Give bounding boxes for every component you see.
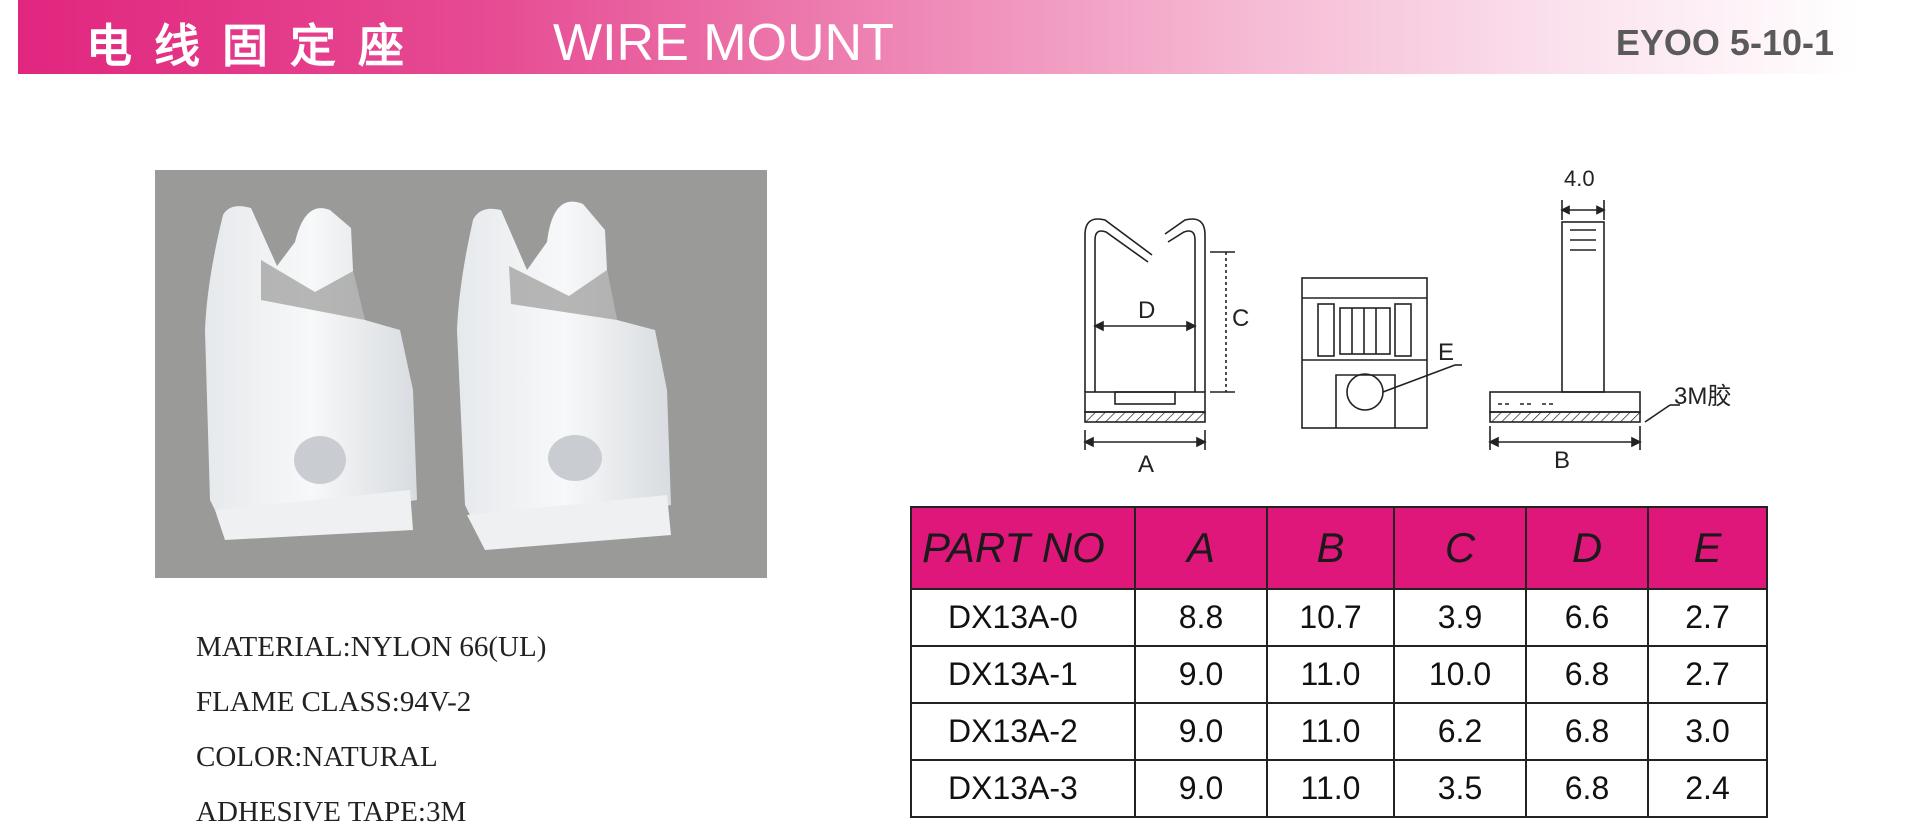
dim-label-c: C [1232, 305, 1249, 332]
cell-d: 6.8 [1525, 702, 1649, 761]
cell-d: 6.8 [1525, 759, 1649, 818]
clip-left-shape [205, 206, 417, 540]
product-photo [155, 170, 767, 578]
cell-d: 6.8 [1525, 645, 1649, 704]
cell-e: 2.7 [1647, 588, 1768, 647]
dimension-table: PART NO A B C D E DX13A-0 8.8 10.7 3.9 6… [910, 506, 1768, 818]
wire-mount-photo-icon [205, 201, 671, 550]
cell-c: 6.2 [1393, 702, 1527, 761]
header-b: B [1266, 506, 1395, 590]
table-row: DX13A-1 9.0 11.0 10.0 6.8 2.7 [910, 645, 1768, 704]
header-part-no: PART NO [910, 506, 1136, 590]
header-banner: 电线固定座 WIRE MOUNT EYOO 5-10-1 [18, 0, 1858, 74]
clip-right-shape [457, 201, 671, 550]
title-chinese: 电线固定座 [86, 19, 426, 73]
dim-label-e: E [1438, 339, 1454, 366]
dim-label-b: B [1554, 447, 1570, 474]
cell-b: 11.0 [1266, 702, 1395, 761]
header-c: C [1393, 506, 1527, 590]
front-view: D C A [1083, 218, 1249, 478]
cell-a: 8.8 [1134, 588, 1268, 647]
table-header-row: PART NO A B C D E [910, 506, 1768, 590]
cell-b: 11.0 [1266, 645, 1395, 704]
dim-label-a: A [1138, 451, 1154, 478]
cell-c: 3.5 [1393, 759, 1527, 818]
title-english: WIRE MOUNT [553, 14, 894, 72]
cell-c: 3.9 [1393, 588, 1527, 647]
top-view: E [1301, 277, 1462, 429]
side-view: 4.0 3M胶 B [1488, 166, 1731, 474]
table-row: DX13A-2 9.0 11.0 6.2 6.8 3.0 [910, 702, 1768, 761]
cell-b: 11.0 [1266, 759, 1395, 818]
cell-e: 2.4 [1647, 759, 1768, 818]
cell-part-no: DX13A-0 [910, 588, 1136, 647]
catalog-code: EYOO 5-10-1 [1615, 22, 1834, 63]
specifications: MATERIAL:NYLON 66(UL) FLAME CLASS:94V-2 … [196, 620, 546, 840]
spec-color: COLOR:NATURAL [196, 741, 438, 773]
dim-label-width: 4.0 [1564, 166, 1595, 191]
header-d: D [1525, 506, 1649, 590]
spec-flame-class: FLAME CLASS:94V-2 [196, 686, 472, 718]
cell-c: 10.0 [1393, 645, 1527, 704]
cell-part-no: DX13A-2 [910, 702, 1136, 761]
cell-a: 9.0 [1134, 759, 1268, 818]
cell-a: 9.0 [1134, 702, 1268, 761]
header-e: E [1647, 506, 1768, 590]
adhesive-3m-label: 3M胶 [1674, 383, 1731, 410]
cell-e: 2.7 [1647, 645, 1768, 704]
cell-d: 6.6 [1525, 588, 1649, 647]
header-a: A [1134, 506, 1268, 590]
spec-adhesive: ADHESIVE TAPE:3M [196, 796, 467, 828]
table-row: DX13A-0 8.8 10.7 3.9 6.6 2.7 [910, 588, 1768, 647]
cell-part-no: DX13A-1 [910, 645, 1136, 704]
technical-drawing: D C A E 4.0 3M胶 [1083, 166, 1731, 478]
cell-a: 9.0 [1134, 645, 1268, 704]
table-row: DX13A-3 9.0 11.0 3.5 6.8 2.4 [910, 759, 1768, 818]
cell-e: 3.0 [1647, 702, 1768, 761]
spec-material: MATERIAL:NYLON 66(UL) [196, 631, 547, 663]
dim-label-d: D [1138, 297, 1155, 324]
cell-b: 10.7 [1266, 588, 1395, 647]
cell-part-no: DX13A-3 [910, 759, 1136, 818]
